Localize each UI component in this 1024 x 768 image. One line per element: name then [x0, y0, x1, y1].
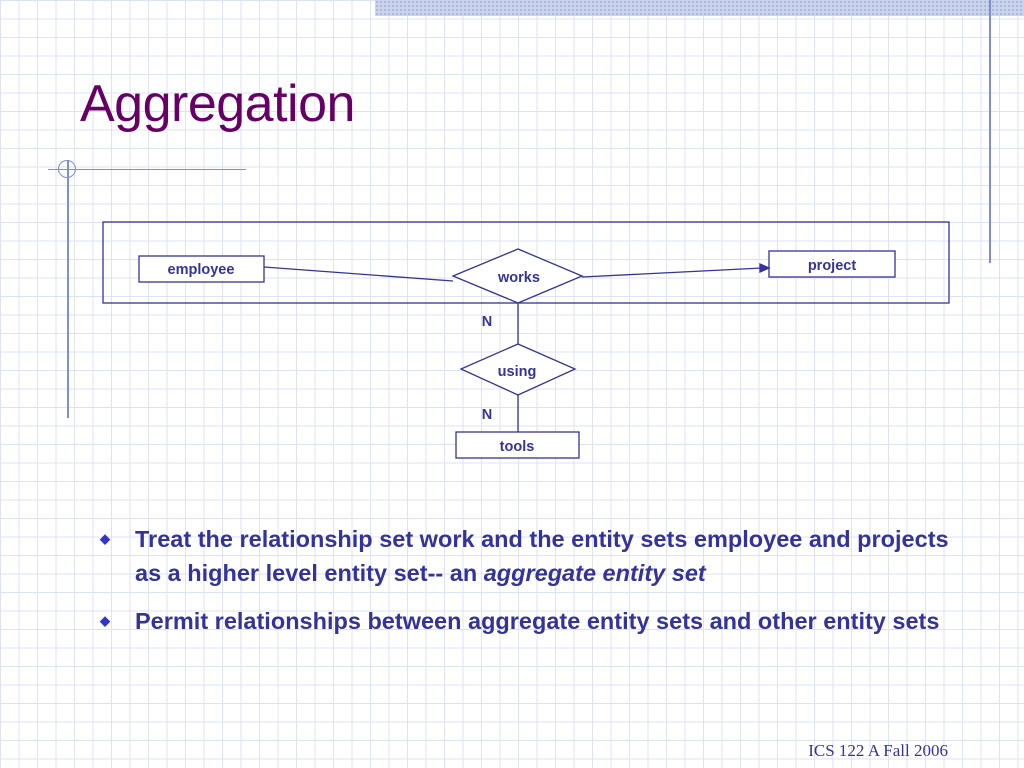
- ornament-circle-icon: [58, 160, 76, 178]
- employee-entity-box: [138, 255, 265, 283]
- employee-entity-label: employee: [168, 262, 235, 278]
- diamond-bullet-icon: ◆: [100, 613, 110, 628]
- bullet-item: ◆ Permit relationships between aggregate…: [100, 604, 970, 638]
- works-project-connector: [581, 267, 763, 278]
- top-decorative-band: [375, 0, 1024, 16]
- bullet-list: ◆ Treat the relationship set work and th…: [100, 522, 970, 652]
- project-entity-label: project: [808, 258, 857, 274]
- bullet-item: ◆ Treat the relationship set work and th…: [100, 522, 970, 590]
- works-relationship-label: works: [497, 270, 540, 286]
- works-project-arrowhead: [759, 262, 771, 274]
- cardinality-using-tools: N: [482, 407, 492, 423]
- employee-works-connector: [263, 266, 454, 282]
- left-decorative-line: [67, 160, 69, 418]
- works-relationship-diamond: [451, 248, 584, 304]
- using-relationship-label: using: [498, 364, 537, 380]
- using-relationship-diamond: [459, 343, 577, 396]
- er-diagram: employee project tools works using N N: [102, 221, 950, 459]
- tools-entity-label: tools: [500, 439, 535, 455]
- cardinality-works-using: N: [482, 314, 492, 330]
- bullet-text: Permit relationships between aggregate e…: [135, 608, 940, 634]
- tools-entity-box: [455, 431, 580, 459]
- title-underline: [48, 169, 246, 170]
- project-entity-box: [768, 250, 896, 278]
- diamond-bullet-icon: ◆: [100, 531, 110, 546]
- bullet-emphasis: aggregate entity set: [483, 560, 706, 586]
- aggregation-boundary: [102, 221, 950, 304]
- right-decorative-line: [989, 0, 991, 263]
- slide-title: Aggregation: [80, 75, 355, 133]
- slide-footer: ICS 122 A Fall 2006: [808, 741, 948, 760]
- bullet-text: Treat the relationship set work and the …: [135, 526, 949, 586]
